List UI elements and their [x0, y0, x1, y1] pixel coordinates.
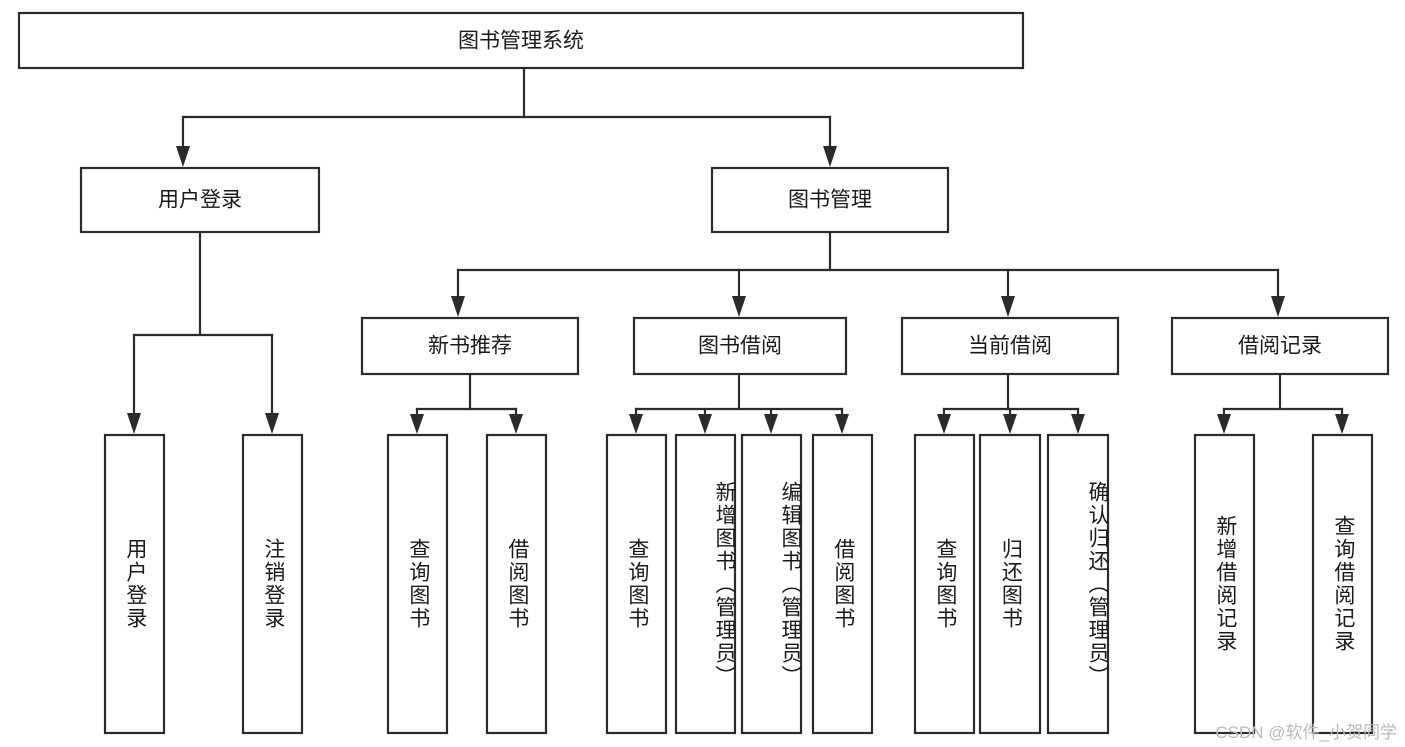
node-book-borrow-label: 图书借阅: [698, 335, 782, 358]
connector-group-user-login-to-leaves: [127, 230, 279, 434]
connector-group-borrow-record-to-leaves: [1217, 372, 1349, 434]
leaf-box-add-borrow-record[interactable]: [1193, 433, 1256, 735]
node-new-book-recommend-box[interactable]: [360, 316, 580, 376]
node-root-label: 图书管理系统: [458, 30, 584, 53]
leaf-box-user-login[interactable]: [103, 433, 166, 735]
arrow-head-leaf-query-record: [1335, 414, 1349, 434]
node-root-box[interactable]: [17, 11, 1025, 70]
arrow-head-book-borrow: [732, 296, 746, 317]
arrow-head-book-mgmt: [823, 146, 837, 167]
connector-group-new-book-rec-to-leaves: [410, 372, 523, 434]
arrow-head-leaf-query-book-3: [937, 414, 951, 434]
connector-group-book-mgmt-to-level3: [451, 230, 1285, 317]
arrow-head-borrow-record: [1271, 296, 1285, 317]
leaf-box-query-borrow-record[interactable]: [1311, 433, 1374, 735]
arrow-head-leaf-return-book: [1003, 414, 1017, 434]
leaf-box-query-book-1[interactable]: [386, 433, 449, 735]
connector-group-current-borrow-to-leaves: [937, 372, 1085, 434]
arrow-head-leaf-logout: [265, 413, 279, 434]
node-borrow-record-label: 借阅记录: [1238, 335, 1322, 358]
node-current-borrow-label: 当前借阅: [968, 335, 1052, 358]
node-user-login[interactable]: 用户登录: [79, 166, 321, 234]
node-book-management-box[interactable]: [710, 166, 950, 234]
leaf-box-confirm-return[interactable]: [1046, 433, 1110, 735]
arrow-head-leaf-borrow-book-1: [509, 414, 523, 434]
node-new-book-recommend-label: 新书推荐: [428, 335, 512, 358]
leaf-box-borrow-book-2[interactable]: [811, 433, 874, 735]
arrow-head-leaf-borrow-book-2: [835, 414, 849, 434]
leaf-box-edit-book[interactable]: [740, 433, 803, 735]
arrow-head-leaf-add-book: [698, 414, 712, 434]
arrow-head-leaf-query-book-1: [410, 414, 424, 434]
arrow-head-leaf-confirm-return: [1071, 414, 1085, 434]
node-root[interactable]: 图书管理系统: [17, 11, 1025, 70]
node-current-borrow[interactable]: 当前借阅: [900, 316, 1120, 376]
node-borrow-record[interactable]: 借阅记录: [1170, 316, 1390, 376]
leaf-box-borrow-book-1[interactable]: [485, 433, 548, 735]
watermark-text: CSDN @软件_小贺同学: [1215, 723, 1397, 742]
arrow-head-leaf-edit-book: [764, 414, 778, 434]
node-book-borrow-box[interactable]: [632, 316, 848, 376]
node-user-login-label: 用户登录: [158, 189, 242, 212]
node-book-borrow[interactable]: 图书借阅: [632, 316, 848, 376]
connector-group-book-borrow-to-leaves: [629, 372, 849, 434]
node-new-book-recommend[interactable]: 新书推荐: [360, 316, 580, 376]
arrow-head-leaf-user-login: [127, 413, 141, 434]
arrow-head-user-login: [176, 146, 190, 167]
node-book-management-label: 图书管理: [788, 189, 872, 212]
arrow-head-current-borrow: [1001, 296, 1015, 317]
arrow-head-new-book-rec: [451, 296, 465, 317]
node-book-management[interactable]: 图书管理: [710, 166, 950, 234]
leaf-box-query-book-3[interactable]: [913, 433, 976, 735]
leaf-box-add-book[interactable]: [674, 433, 737, 735]
connector-group-root-to-level2: [176, 66, 837, 167]
leaf-box-logout[interactable]: [241, 433, 304, 735]
arrow-head-leaf-query-book-2: [629, 414, 643, 434]
leaf-box-query-book-2[interactable]: [605, 433, 668, 735]
node-user-login-box[interactable]: [79, 166, 321, 234]
leaf-box-return-book[interactable]: [978, 433, 1042, 735]
node-borrow-record-box[interactable]: [1170, 316, 1390, 376]
node-current-borrow-box[interactable]: [900, 316, 1120, 376]
arrow-head-leaf-add-record: [1217, 414, 1231, 434]
